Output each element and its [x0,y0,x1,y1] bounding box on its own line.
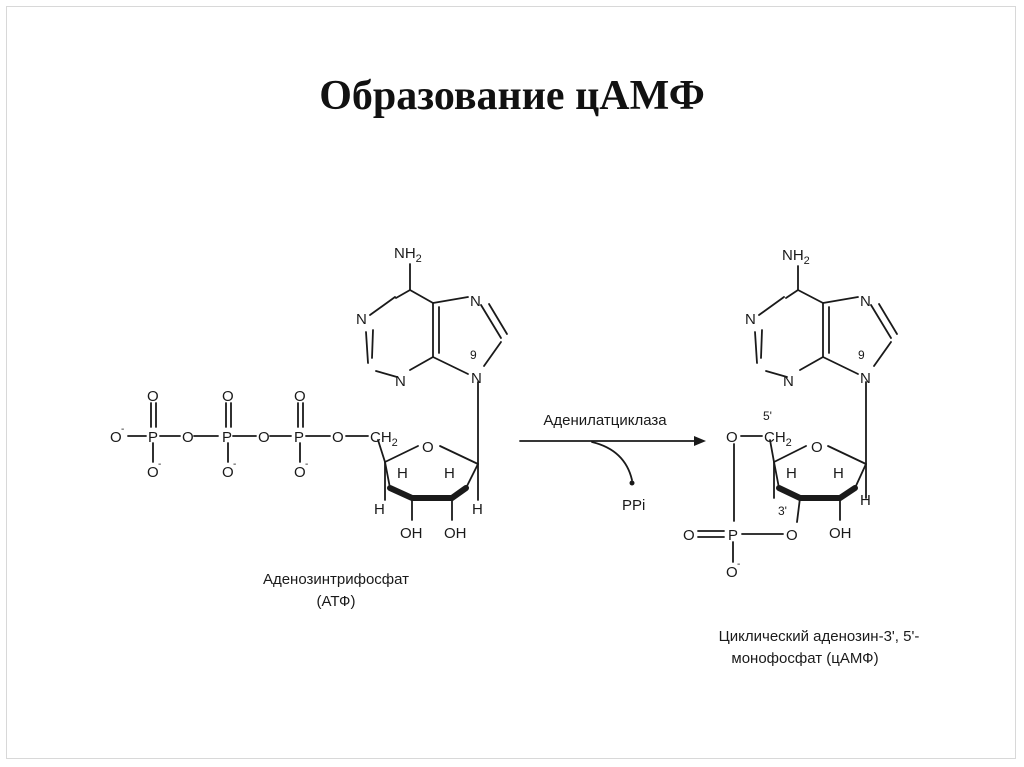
camp-phosphate-bonds [697,435,784,563]
atp-oxygen-label: O [294,388,306,405]
atp-n3-label: N [395,373,406,390]
atp-position-9-label: 9 [470,348,477,362]
camp-n9-label: N [860,370,871,387]
atp-oh-label: OH [444,525,467,542]
camp-oh-label: OH [829,525,852,542]
camp-ring-oxygen-label: O [811,439,823,456]
arrow-head [694,436,706,446]
camp-h-label: H [833,465,844,482]
atp-h-label: H [397,465,408,482]
atp-charge-label: - [158,459,161,470]
atp-phosphate-bonds [127,402,369,463]
atp-ch2-label: CH2 [370,429,398,449]
camp-n3-label: N [783,373,794,390]
atp-nh2-label: NH2 [394,245,422,265]
camp-h-label: H [786,465,797,482]
slide-frame [6,6,1016,759]
camp-o3-label: O [786,527,798,544]
atp-adenine-bonds [365,263,508,465]
atp-h-label: H [374,501,385,518]
camp-h-label: H [860,492,871,509]
camp-phosphorus-label: P [728,527,738,544]
camp-n7-label: N [860,293,871,310]
slide-title: Образование цАМФ [319,73,705,119]
enzyme-label: Аденилатциклаза [543,412,667,429]
camp-position-3-label: 3' [778,504,787,518]
camp-nh2-label: NH2 [782,247,810,267]
atp-ring-oxygen-label: O [422,439,434,456]
byproduct-arrow-tip [629,480,635,486]
atp-n1-label: N [356,311,367,328]
camp-position-9-label: 9 [858,348,865,362]
camp-structure: NH2 N N N N 9 O H H H OH 3' [683,247,919,667]
atp-charge-label: - [305,459,308,470]
camp-o5-label: O [726,429,738,446]
camp-position-5-label: 5' [763,409,772,423]
camp-oxygen-label: O [726,564,738,581]
atp-phosphorus-label: P [294,429,304,446]
atp-charge-label: - [233,459,236,470]
atp-n7-label: N [470,293,481,310]
atp-oxygen-label: O [182,429,194,446]
atp-oxygen-label: O [147,464,159,481]
atp-charge-label: - [121,424,124,435]
atp-oxygen-label: O [222,464,234,481]
camp-oxygen-label: O [683,527,695,544]
atp-abbreviation-label: (АТФ) [317,593,356,610]
camp-name-label: Циклический аденозин-3', 5'- [719,628,920,645]
atp-ribose-bonds [377,439,479,521]
camp-ribose-bonds [769,439,867,523]
atp-oh-label: OH [400,525,423,542]
reaction-arrow-group: Аденилатциклаза PPi [519,412,706,514]
camp-charge-label: - [737,559,740,570]
camp-abbreviation-label: монофосфат (цАМФ) [731,650,878,667]
atp-h-label: H [472,501,483,518]
atp-oxygen-label: O [147,388,159,405]
atp-phosphorus-label: P [148,429,158,446]
atp-structure: NH2 N N N N 9 O H H H H [110,245,508,610]
atp-name-label: Аденозинтрифосфат [263,571,409,588]
camp-n1-label: N [745,311,756,328]
atp-oxygen-label: O [222,388,234,405]
atp-oxygen-label: O [332,429,344,446]
byproduct-release-arrow [591,441,633,481]
camp-ch2-label: CH2 [764,429,792,449]
camp-adenine-bonds [754,265,898,465]
byproduct-label: PPi [622,497,645,514]
atp-n9-label: N [471,370,482,387]
atp-h-label: H [444,465,455,482]
atp-phosphorus-label: P [222,429,232,446]
atp-oxygen-label: O [258,429,270,446]
atp-oxygen-label: O [110,429,122,446]
atp-oxygen-label: O [294,464,306,481]
